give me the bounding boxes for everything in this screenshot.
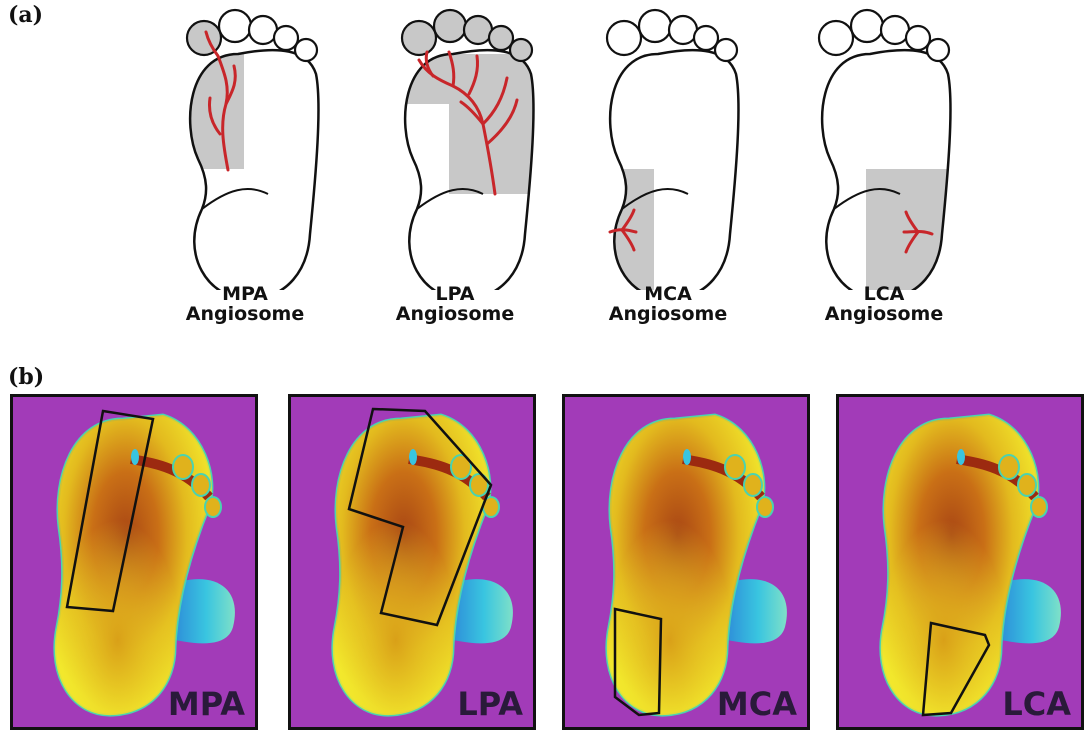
diagram-lpa: LPA Angiosome	[375, 0, 545, 290]
diagram-code-mpa: MPA	[145, 284, 345, 304]
thermogram-label-mca: MCA	[717, 685, 797, 723]
thermogram-mpa: MPA	[10, 394, 258, 730]
foot-diagram-mca	[580, 0, 750, 290]
diagram-code-lca: LCA	[784, 284, 984, 304]
diagram-code-lpa: LPA	[355, 284, 555, 304]
foot-diagram-lca	[792, 0, 962, 290]
thermogram-lpa: LPA	[288, 394, 536, 730]
diagram-word-mpa: Angiosome	[145, 304, 345, 324]
diagram-word-mca: Angiosome	[568, 304, 768, 324]
diagram-mca: MCA Angiosome	[580, 0, 750, 290]
thermogram-mca: MCA	[562, 394, 810, 730]
panel-a-label: (a)	[8, 2, 43, 28]
diagram-code-mca: MCA	[568, 284, 768, 304]
thermogram-label-lpa: LPA	[457, 685, 523, 723]
diagram-word-lpa: Angiosome	[355, 304, 555, 324]
panel-b-label: (b)	[8, 364, 44, 390]
foot-diagram-mpa	[160, 0, 330, 290]
diagram-mpa: MPA Angiosome	[160, 0, 330, 290]
diagram-lca: LCA Angiosome	[792, 0, 962, 290]
thermogram-label-lca: LCA	[1002, 685, 1071, 723]
foot-diagram-lpa	[375, 0, 545, 290]
thermogram-lca: LCA	[836, 394, 1084, 730]
thermogram-label-mpa: MPA	[168, 685, 245, 723]
diagram-word-lca: Angiosome	[784, 304, 984, 324]
